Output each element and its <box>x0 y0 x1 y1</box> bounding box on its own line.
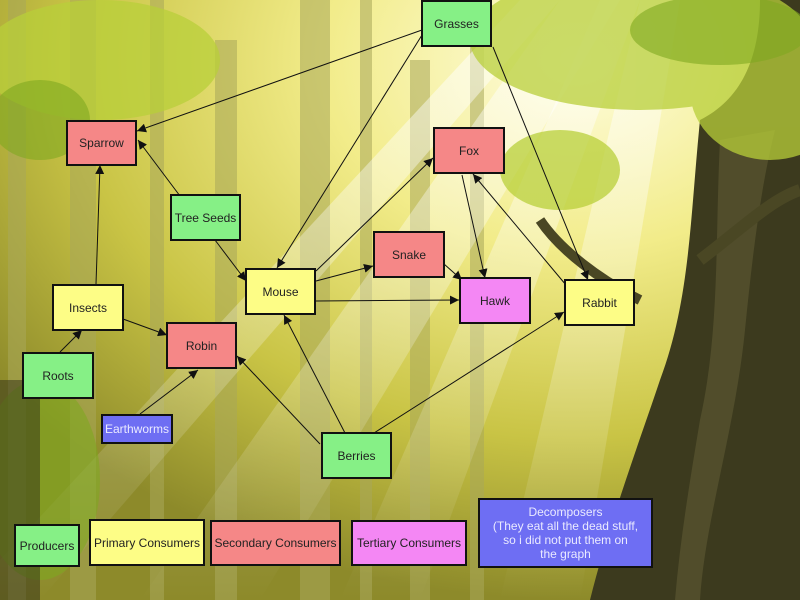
node-earthworms-label: Earthworms <box>104 422 169 436</box>
node-hawk: Hawk <box>459 277 531 324</box>
node-berries: Berries <box>321 432 392 479</box>
legend-producers-label: Producers <box>19 538 75 553</box>
legend-decomposers-note: Decomposers (They eat all the dead stuff… <box>478 498 653 568</box>
node-rabbit: Rabbit <box>564 279 635 326</box>
node-earthworms: Earthworms <box>101 414 173 444</box>
legend-primary-label: Primary Consumers <box>93 535 201 550</box>
node-berries-label: Berries <box>337 448 376 463</box>
node-hawk-label: Hawk <box>479 293 510 308</box>
node-grasses-label: Grasses <box>434 16 479 31</box>
legend-secondary-consumers: Secondary Consumers <box>210 520 341 566</box>
node-robin-label: Robin <box>185 338 218 353</box>
node-tree-seeds: Tree Seeds <box>170 194 241 241</box>
legend-decomposers-label: Decomposers (They eat all the dead stuff… <box>492 505 639 561</box>
legend-tertiary-consumers: Tertiary Consumers <box>351 520 467 566</box>
node-tree-seeds-label: Tree Seeds <box>174 210 237 225</box>
node-roots: Roots <box>22 352 94 399</box>
legend-producers: Producers <box>14 524 80 567</box>
node-snake-label: Snake <box>391 247 427 262</box>
legend-secondary-label: Secondary Consumers <box>214 536 337 550</box>
node-mouse: Mouse <box>245 268 316 315</box>
node-fox-label: Fox <box>458 143 479 158</box>
legend-tertiary-label: Tertiary Consumers <box>356 536 462 550</box>
legend-primary-consumers: Primary Consumers <box>89 519 205 566</box>
node-roots-label: Roots <box>42 368 74 383</box>
node-snake: Snake <box>373 231 445 278</box>
node-rabbit-label: Rabbit <box>582 295 617 310</box>
node-grasses: Grasses <box>421 0 492 47</box>
node-robin: Robin <box>166 322 237 369</box>
node-fox: Fox <box>433 127 505 174</box>
node-insects: Insects <box>52 284 124 331</box>
node-insects-label: Insects <box>68 300 107 315</box>
node-sparrow: Sparrow <box>66 120 137 166</box>
node-mouse-label: Mouse <box>262 284 299 299</box>
node-sparrow-label: Sparrow <box>79 136 124 150</box>
